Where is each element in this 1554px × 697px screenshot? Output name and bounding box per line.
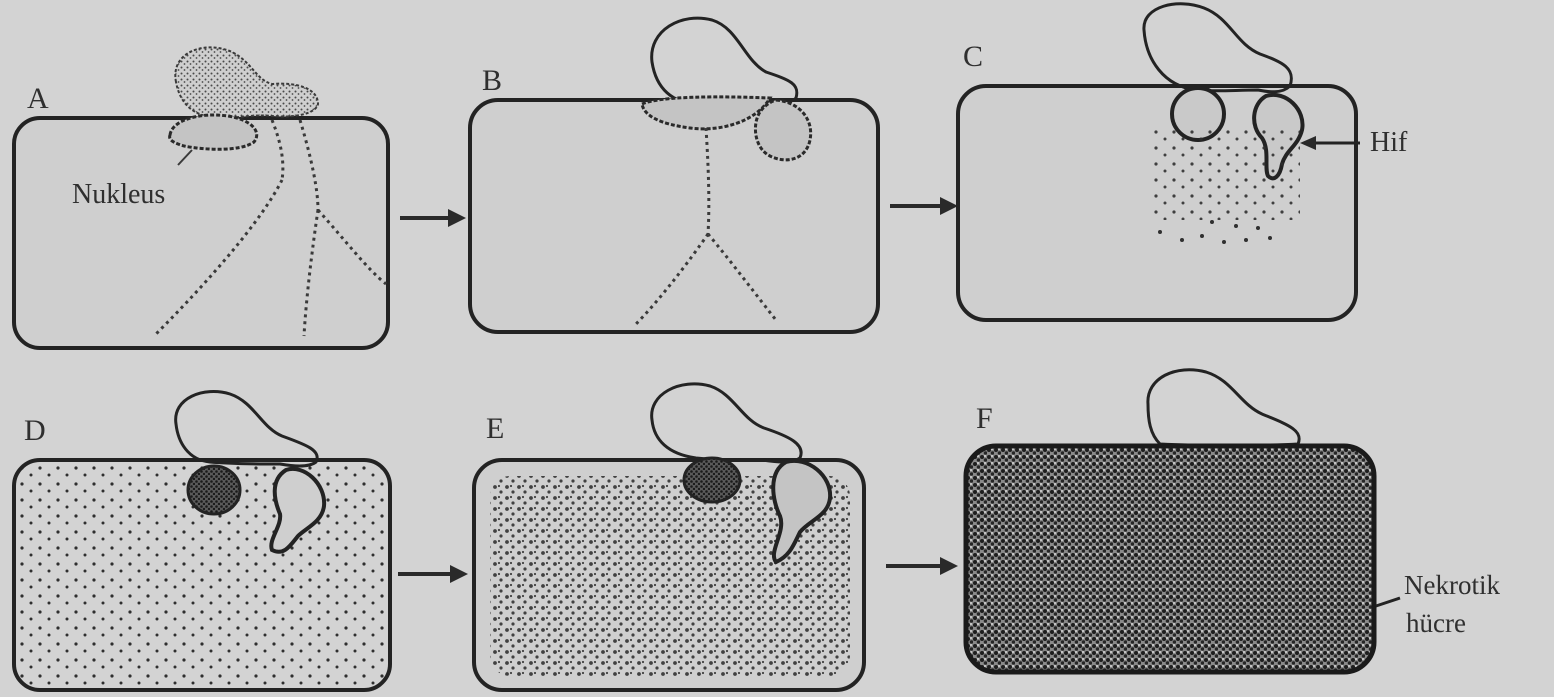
- spore-b: [652, 18, 797, 104]
- panel-label-c: C: [963, 40, 983, 73]
- hypha-label: Hif: [1370, 127, 1408, 158]
- panel-f: F Nekrotik hücre: [966, 370, 1500, 672]
- arrow-a-to-b: [400, 209, 466, 227]
- arrow-b-to-c: [890, 197, 958, 215]
- spreading-cytoplasm-c: [1150, 130, 1300, 220]
- spore-d: [176, 392, 318, 466]
- spore-a: [175, 47, 318, 118]
- host-cell-a: [14, 118, 388, 348]
- panel-label-b: B: [482, 64, 502, 97]
- spore-c: [1144, 4, 1291, 92]
- panel-c: C Hif: [958, 4, 1408, 320]
- panel-label-a: A: [27, 82, 49, 115]
- necrotic-label-line1: Nekrotik: [1404, 570, 1500, 600]
- panel-b: B: [470, 18, 878, 332]
- nucleus-e: [684, 458, 740, 502]
- panel-e: E: [474, 384, 864, 690]
- spore-e: [652, 384, 802, 462]
- arrow-d-to-e: [398, 565, 468, 583]
- necrotic-pointer: [1376, 598, 1400, 606]
- nucleus-d: [188, 466, 240, 514]
- panel-d: D: [14, 392, 390, 690]
- nucleus-a: [170, 115, 257, 149]
- necrotic-label-line2: hücre: [1406, 608, 1466, 638]
- panel-label-f: F: [976, 402, 993, 435]
- necrotic-cell-f: [966, 446, 1374, 672]
- nucleus-label: Nukleus: [72, 179, 165, 210]
- arrow-e-to-f: [886, 557, 958, 575]
- panel-a: A Nukleus: [14, 47, 388, 348]
- host-cell-b: [470, 100, 878, 332]
- spore-f: [1148, 370, 1299, 446]
- panel-label-d: D: [24, 414, 46, 447]
- panel-label-e: E: [486, 412, 504, 445]
